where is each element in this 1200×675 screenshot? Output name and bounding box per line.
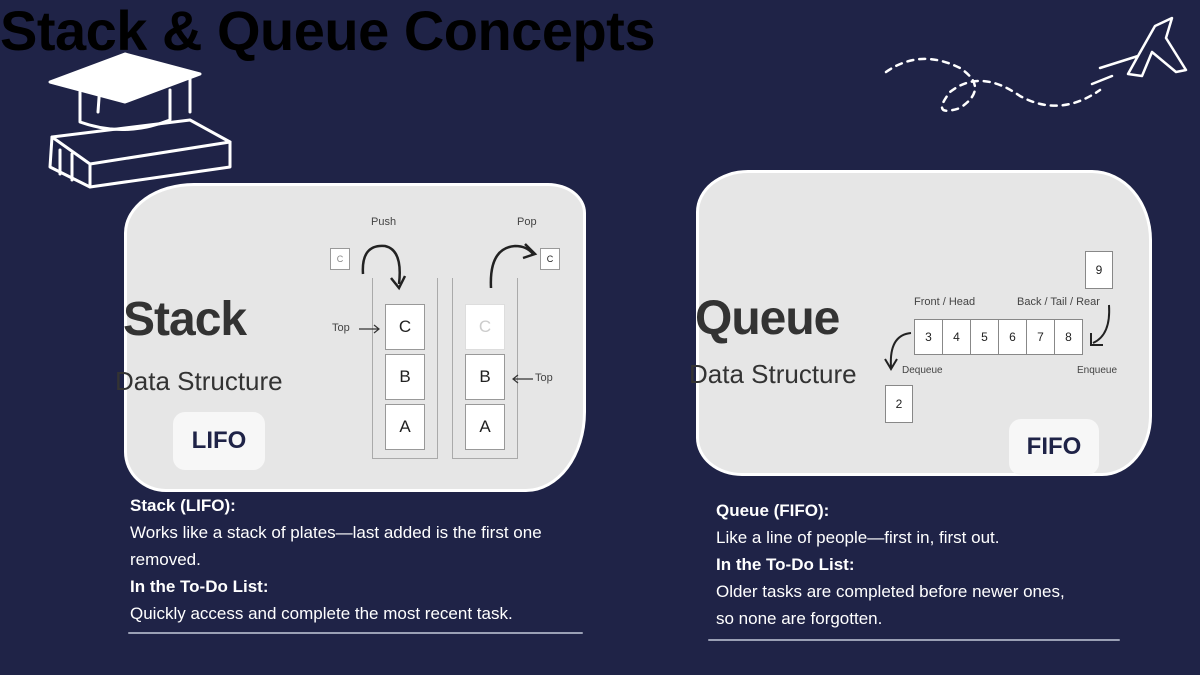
stack-caption-list-desc: Quickly access and complete the most rec… [130,604,513,623]
slide-title: Stack & Queue Concepts [0,0,655,62]
stack-left-item: C [385,304,425,350]
queue-caption-list-desc-2: so none are forgotten. [716,609,883,628]
queue-cell: 3 [914,319,943,355]
stack-container-left [372,278,438,459]
queue-subheading: Data Structure [689,359,857,389]
queue-cell: 7 [1026,319,1055,355]
graduation-cap-books-icon [48,52,232,189]
stack-caption-list-title: In the To-Do List: [130,577,269,596]
dequeue-arrow-icon [884,332,912,371]
push-label: Push [371,216,397,228]
queue-caption-list-title: In the To-Do List: [716,555,855,574]
paper-plane-icon [884,16,1188,112]
top-label-right: Top [535,372,553,384]
queue-caption-desc: Like a line of people—first in, first ou… [716,528,1000,547]
stack-right-item: B [465,354,505,400]
queue-heading: Queue [695,292,840,345]
stack-left-item: B [385,354,425,400]
queue-removed-item: 2 [885,385,913,423]
stack-container-right [452,278,518,459]
queue-incoming-item: 9 [1085,251,1113,289]
arrow-right-icon [359,324,380,334]
queue-caption-title: Queue (FIFO): [716,501,830,520]
queue-cell: 8 [1054,319,1083,355]
stack-diagram-card: Stack Data Structure Push Pop C C C B A … [115,183,586,492]
stack-right-item: A [465,404,505,450]
top-label-left: Top [332,322,350,334]
queue-diagram-card: Queue Data Structure Front / Head Back /… [689,170,1152,476]
front-label: Front / Head [914,296,976,308]
pop-arrow-icon [489,243,538,289]
push-arrow-icon [361,244,407,291]
stack-left-item: A [385,404,425,450]
incoming-box: C [330,248,350,270]
queue-cell: 5 [970,319,999,355]
fifo-badge: FIFO [1009,419,1099,475]
stack-caption-underline [128,632,583,634]
stack-caption-desc: Works like a stack of plates—last added … [130,523,542,569]
stack-right-item-popped: C [465,304,505,350]
queue-cell: 4 [942,319,971,355]
queue-caption-list-desc-1: Older tasks are completed before newer o… [716,582,1065,601]
arrow-left-icon [512,374,533,384]
outgoing-box: C [540,248,560,270]
queue-cell: 6 [998,319,1027,355]
enqueue-arrow-icon [1090,304,1111,346]
queue-caption-underline [708,639,1120,641]
stack-caption: Stack (LIFO): Works like a stack of plat… [130,492,590,627]
stack-caption-title: Stack (LIFO): [130,496,236,515]
stack-subheading: Data Structure [115,366,283,396]
back-label: Back / Tail / Rear [1017,296,1100,308]
stack-heading: Stack [123,293,247,346]
dequeue-label: Dequeue [902,365,943,376]
pop-label: Pop [517,216,537,228]
lifo-badge: LIFO [173,412,265,470]
queue-caption: Queue (FIFO): Like a line of people—firs… [716,497,1156,632]
enqueue-label: Enqueue [1077,365,1118,376]
